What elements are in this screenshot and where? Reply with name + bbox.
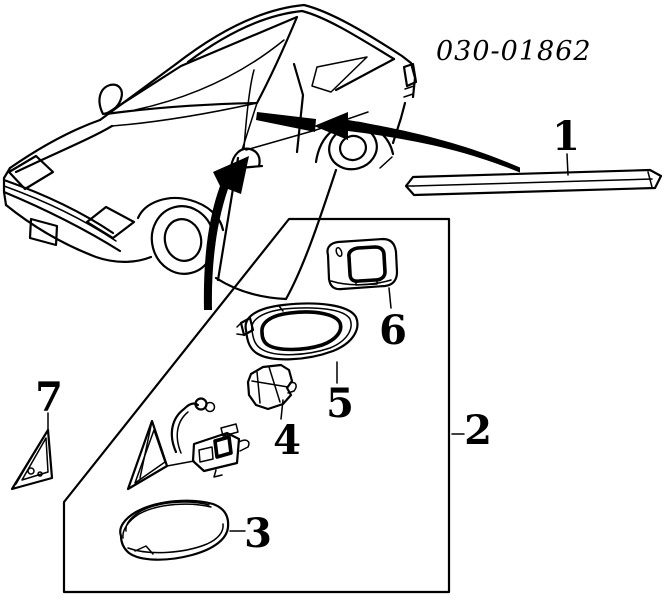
mirror-actuator-assembly	[126, 397, 250, 491]
part-6-gasket	[326, 237, 399, 291]
part-label-2: 2	[464, 407, 492, 454]
part-label-4: 4	[273, 417, 301, 464]
catalog-code: 030-01862	[436, 36, 592, 67]
part-7-corner-cover	[10, 428, 54, 491]
arrow-to-door-icon	[256, 112, 520, 173]
part-5-mirror-housing	[236, 302, 359, 361]
part-4-bracket	[246, 363, 297, 411]
arrow-to-mirror-icon	[203, 156, 249, 310]
part-label-7: 7	[35, 374, 63, 421]
parts-group-box	[62, 217, 451, 594]
part-label-1: 1	[552, 113, 580, 160]
part-label-6: 6	[379, 307, 407, 354]
part-label-3: 3	[244, 510, 272, 557]
part-3-mirror-cover	[119, 499, 230, 561]
part-label-5: 5	[326, 380, 354, 427]
leader-lines	[47, 153, 569, 532]
part-1-side-molding	[404, 168, 663, 197]
